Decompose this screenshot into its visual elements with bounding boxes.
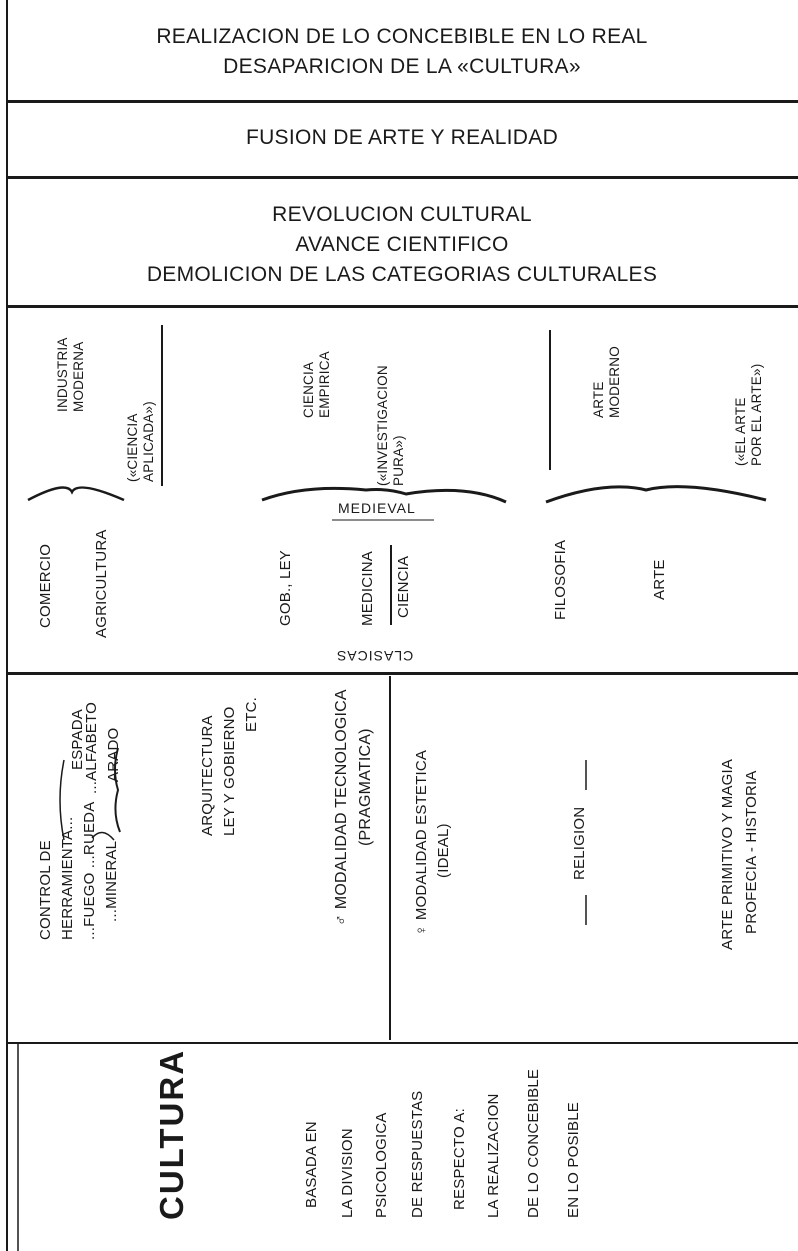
divider-4 bbox=[6, 672, 798, 675]
revolution-line-1: REVOLUCION CULTURAL bbox=[272, 203, 532, 226]
top-line-1: REALIZACION DE LO CONCEBIBLE EN LO REAL bbox=[156, 25, 648, 48]
top-line-2: DESAPARICION DE LA «CULTURA» bbox=[223, 55, 581, 78]
divider-5 bbox=[6, 1042, 798, 1044]
medieval-label: MEDIEVAL bbox=[338, 500, 416, 516]
revolution-line-2: AVANCE CIENTIFICO bbox=[295, 233, 509, 256]
revolution-line-3: DEMOLICION DE LAS CATEGORIAS CULTURALES bbox=[146, 263, 658, 286]
divider-3 bbox=[6, 305, 798, 308]
diagram: REALIZACION DE LO CONCEBIBLE EN LO REAL … bbox=[6, 0, 798, 1251]
divider-2 bbox=[6, 176, 798, 179]
fusion-text: FUSION DE ARTE Y REALIDAD bbox=[245, 126, 559, 149]
divider-1 bbox=[6, 100, 798, 103]
left-border bbox=[6, 0, 8, 1251]
diagram-strokes bbox=[17, 325, 767, 1251]
